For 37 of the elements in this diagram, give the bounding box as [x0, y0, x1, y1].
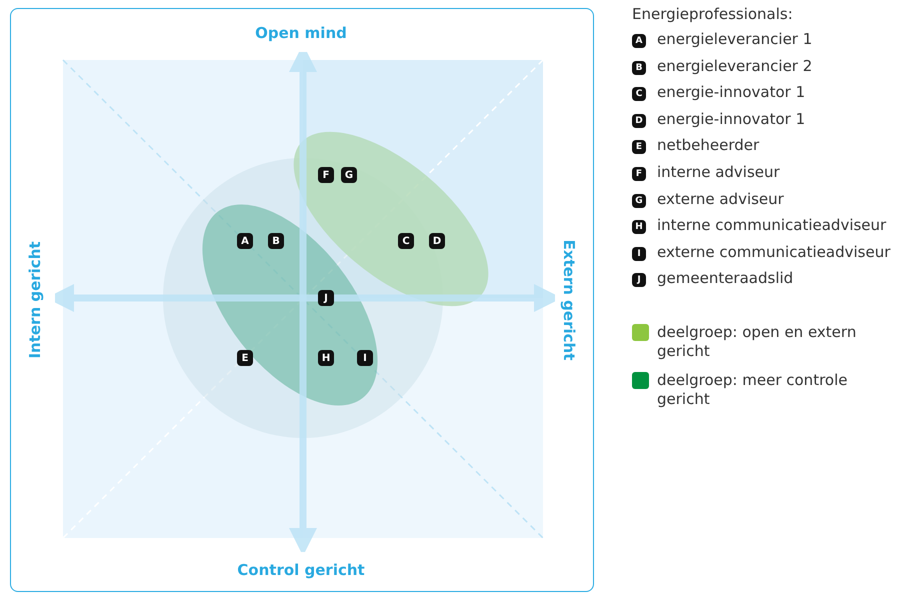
letter-badge: G	[632, 194, 646, 208]
letter-badge: I	[357, 350, 373, 366]
legend-text: deelgroep: meer controle gericht	[657, 371, 848, 409]
key-text: gemeenteraadslid	[657, 269, 794, 288]
axis-label: Extern gericht	[560, 240, 578, 360]
letter-badge: A	[632, 34, 646, 48]
letter-badge: I	[632, 246, 646, 261]
legend-text: deelgroep: open en extern gericht	[657, 323, 858, 361]
key-text: netbeheerder	[657, 136, 760, 154]
letter-badge: F	[632, 167, 646, 181]
legend-title: Energieprofessionals:	[632, 5, 793, 23]
key-text: energie-innovator 1	[657, 110, 806, 128]
key-text: externe adviseur	[657, 190, 784, 208]
key-text: externe communicatieadviseur	[657, 242, 890, 261]
key-text: energieleverancier 1	[657, 30, 812, 48]
key-text: energieleverancier 2	[657, 56, 812, 75]
axis-label: Open mind	[255, 24, 347, 42]
letter-badge: C	[632, 87, 646, 102]
letter-badge: B	[268, 233, 284, 249]
letter-badge: A	[237, 233, 253, 249]
letter-badge: E	[237, 350, 253, 366]
axis-label: Control gericht	[237, 561, 365, 579]
letter-badge: D	[632, 114, 646, 128]
key-text: interne communicatieadviseur	[657, 216, 886, 234]
letter-badge: H	[632, 220, 646, 234]
letter-badge: J	[318, 290, 334, 306]
key-text: energie-innovator 1	[657, 83, 806, 102]
letter-badge: F	[318, 167, 334, 183]
letter-badge: E	[632, 140, 646, 154]
letter-badge: J	[632, 273, 646, 288]
key-text: interne adviseur	[657, 163, 780, 181]
letter-badge: B	[632, 60, 646, 75]
letter-badge: G	[341, 167, 357, 183]
letter-badge: D	[429, 233, 445, 249]
letter-badge: C	[398, 233, 414, 249]
axis-label: Intern gericht	[26, 241, 44, 359]
letter-badge: H	[318, 350, 334, 366]
